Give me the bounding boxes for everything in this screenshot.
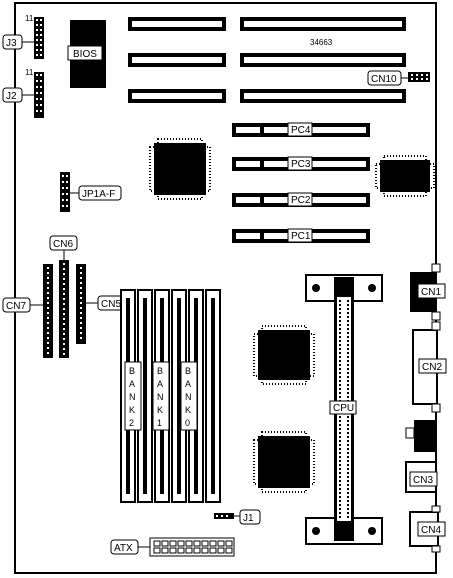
port-block [405, 420, 436, 452]
svg-text:PC1: PC1 [291, 231, 311, 242]
svg-text:CN1: CN1 [421, 287, 441, 298]
chipset-chip-4 [253, 431, 315, 493]
svg-text:CN2: CN2 [422, 362, 442, 373]
bios-chip: BIOS [67, 20, 106, 88]
svg-text:K: K [129, 405, 135, 415]
pci-slot-pc4: PC4 [232, 122, 370, 137]
bank1-label: B A N K 1 [152, 361, 170, 431]
svg-text:A: A [157, 379, 163, 389]
svg-text:PC3: PC3 [291, 159, 311, 170]
svg-text:N: N [185, 392, 192, 402]
svg-text:N: N [129, 392, 136, 402]
cn7-header [43, 264, 53, 358]
cpu-label: CPU [329, 400, 357, 415]
cn6-header [59, 260, 69, 358]
j1-label: J1 [234, 509, 261, 525]
svg-text:A: A [129, 379, 135, 389]
svg-text:N: N [157, 392, 164, 402]
jp1af-label: JP1A-F [70, 185, 122, 201]
pci-slot-pc2: PC2 [232, 192, 370, 207]
cn1-label: CN1 [417, 283, 446, 299]
svg-text:B: B [185, 366, 191, 376]
svg-text:A: A [185, 379, 191, 389]
cn4-label: CN4 [417, 521, 446, 537]
svg-text:CN7: CN7 [6, 301, 26, 312]
svg-text:PC4: PC4 [291, 125, 311, 136]
j3-header [34, 17, 44, 59]
svg-text:CN3: CN3 [413, 475, 433, 486]
svg-text:K: K [185, 405, 191, 415]
atx-label: ATX [110, 539, 150, 555]
svg-text:J1: J1 [243, 513, 254, 524]
svg-text:K: K [157, 405, 163, 415]
cn10-label: CN10 [367, 70, 408, 86]
svg-text:CN6: CN6 [53, 239, 73, 250]
cn6-label: CN6 [49, 235, 78, 262]
svg-text:2: 2 [129, 418, 134, 428]
pci-slot-pc3: PC3 [232, 156, 370, 171]
svg-text:CPU: CPU [333, 403, 354, 414]
chipset-chip-1 [149, 138, 211, 200]
board-number: 34663 [310, 38, 333, 47]
jp1af-jumpers [60, 172, 70, 212]
cn5-header [76, 264, 86, 344]
j1-header [214, 513, 234, 519]
chipset-chip-3 [253, 325, 315, 385]
svg-text:ATX: ATX [114, 543, 133, 554]
bank2-label: B A N K 2 [124, 361, 142, 431]
svg-text:1: 1 [157, 418, 162, 428]
atx-power-connector [149, 537, 235, 557]
svg-text:J2: J2 [6, 91, 17, 102]
cn2-label: CN2 [418, 358, 447, 374]
svg-text:B: B [157, 366, 163, 376]
svg-text:CN10: CN10 [371, 74, 397, 85]
svg-text:0: 0 [185, 418, 190, 428]
svg-text:BIOS: BIOS [73, 49, 97, 60]
svg-text:JP1A-F: JP1A-F [82, 189, 115, 200]
svg-text:J3: J3 [6, 38, 17, 49]
svg-text:CN4: CN4 [421, 525, 441, 536]
bank0-label: B A N K 0 [180, 361, 198, 431]
isa-slots [128, 17, 406, 103]
j2-label: J2 [2, 87, 34, 103]
pin1-marker-j3: 11 [25, 14, 34, 23]
cn7-label: CN7 [2, 297, 43, 313]
cn10-header [408, 72, 430, 82]
pci-slot-pc1: PC1 [232, 228, 370, 243]
chipset-chip-2 [375, 155, 435, 197]
pin1-marker-j2: 11 [25, 68, 34, 77]
svg-text:B: B [129, 366, 135, 376]
j2-header [34, 72, 44, 118]
svg-text:PC2: PC2 [291, 195, 311, 206]
cn3-label: CN3 [409, 471, 438, 487]
j3-label: J3 [2, 34, 34, 50]
svg-text:CN5: CN5 [101, 299, 121, 310]
